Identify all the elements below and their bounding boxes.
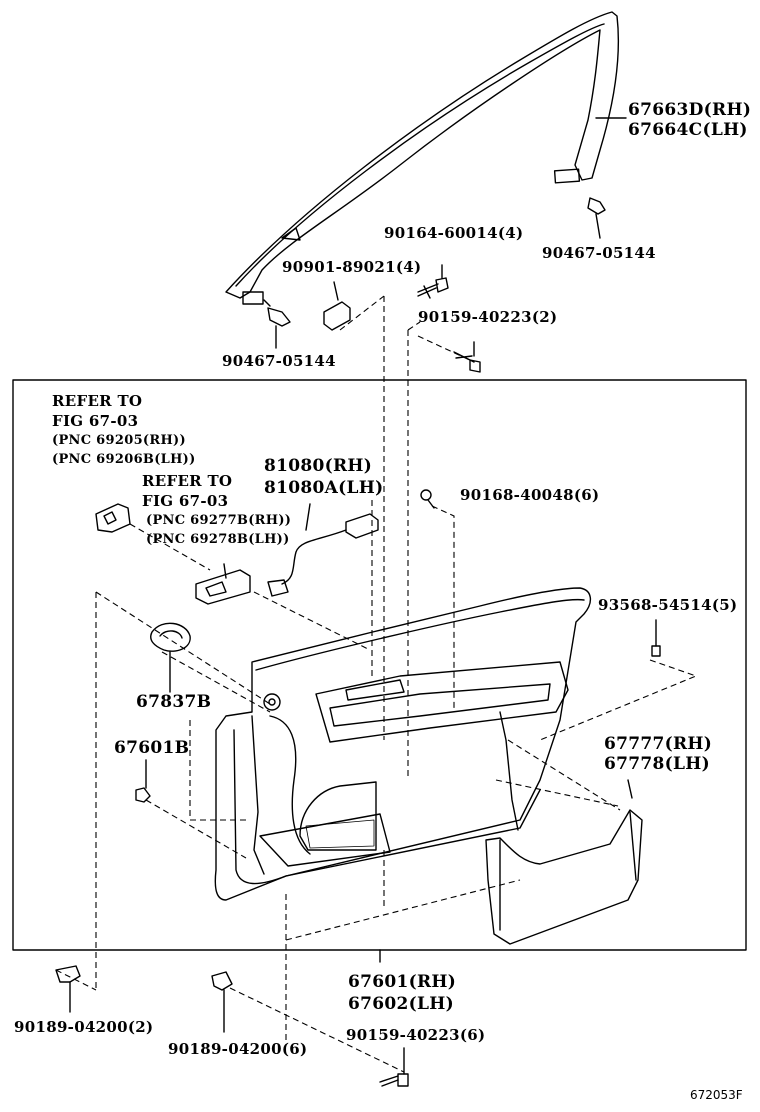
- refer-note-2-line4: (PNC 69278B(LH)): [146, 532, 290, 547]
- clip-90467-right: [587, 197, 606, 239]
- clip-90189-left: [55, 965, 81, 1013]
- label-67837b: 67837B: [136, 692, 212, 712]
- label-90159-bottom: 90159-40223(6): [346, 1026, 486, 1044]
- switch-69205: [95, 503, 131, 533]
- label-90467-left: 90467-05144: [222, 352, 336, 370]
- label-81080: 81080(RH): [264, 456, 373, 476]
- label-93568: 93568-54514(5): [598, 596, 738, 614]
- pillar-garnish: [225, 11, 620, 305]
- door-trim-board: [214, 587, 591, 901]
- label-90164: 90164-60014(4): [384, 224, 524, 242]
- label-67777: 67777(RH): [604, 734, 713, 754]
- clip-90189-mid: [211, 971, 233, 1033]
- label-67601b: 67601B: [114, 738, 190, 758]
- screw-90159-bottom: [379, 1047, 409, 1087]
- switch-69277: [195, 563, 251, 605]
- refer-note-1-line3: (PNC 69205(RH)): [52, 433, 186, 448]
- label-67664c: 67664C(LH): [628, 120, 748, 140]
- courtesy-lamp-harness: [267, 503, 379, 597]
- refer-note-2-line1: REFER TO: [142, 472, 233, 490]
- label-90467-right: 90467-05144: [542, 244, 656, 262]
- screw-90168: [420, 489, 435, 509]
- refer-note-1-line2: FIG 67-03: [52, 412, 139, 430]
- refer-note-2-line2: FIG 67-03: [142, 492, 229, 510]
- cap-67837b: [150, 622, 191, 693]
- clip-90901: [323, 281, 351, 331]
- label-90189-left: 90189-04200(2): [14, 1018, 154, 1036]
- label-67663d: 67663D(RH): [628, 100, 752, 120]
- clip-90467-left: [263, 299, 291, 349]
- label-67778: 67778(LH): [604, 754, 710, 774]
- label-90168: 90168-40048(6): [460, 486, 600, 504]
- refer-note-2-line3: (PNC 69277B(RH)): [146, 513, 292, 528]
- label-67602: 67602(LH): [348, 994, 454, 1014]
- label-81080a: 81080A(LH): [264, 478, 384, 498]
- screw-90159-top: [453, 341, 481, 373]
- label-90901: 90901-89021(4): [282, 258, 422, 276]
- assembly-lines: [55, 295, 698, 1073]
- label-67601: 67601(RH): [348, 972, 457, 992]
- label-90189-mid: 90189-04200(6): [168, 1040, 308, 1058]
- label-90159-top: 90159-40223(2): [418, 308, 558, 326]
- clip-67601b: [135, 759, 151, 803]
- screw-93568: [651, 619, 661, 657]
- figure-code: 672053F: [690, 1088, 743, 1102]
- refer-note-1-line4: (PNC 69206B(LH)): [52, 452, 196, 467]
- screw-90164: [417, 264, 449, 299]
- refer-note-1-line1: REFER TO: [52, 392, 143, 410]
